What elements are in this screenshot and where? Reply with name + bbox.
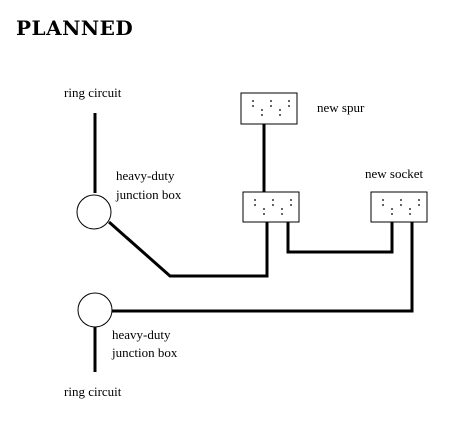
wire-jbox-top-to-socket: [108, 220, 269, 278]
label-jbox-top-line2: junction box: [115, 187, 182, 202]
socket-middle: [242, 191, 300, 223]
wire-new-socket-to-jbox-bottom: [112, 222, 414, 313]
label-ring-circuit-bottom: ring circuit: [64, 384, 122, 399]
label-new-spur: new spur: [317, 100, 365, 115]
label-jbox-bottom-line1: heavy-duty: [112, 327, 171, 342]
label-ring-circuit-top: ring circuit: [64, 85, 122, 100]
socket-new-spur: [240, 92, 298, 125]
wire-socket-to-new-socket: [286, 222, 394, 254]
label-jbox-top-line1: heavy-duty: [116, 168, 175, 183]
junction-box-top: [76, 194, 112, 230]
diagram-title: PLANNED: [16, 16, 134, 40]
wires: [93, 113, 414, 372]
junction-box-bottom: [77, 292, 113, 328]
label-jbox-bottom-line2: junction box: [111, 345, 178, 360]
label-new-socket: new socket: [365, 166, 424, 181]
socket-new-socket: [370, 191, 428, 223]
